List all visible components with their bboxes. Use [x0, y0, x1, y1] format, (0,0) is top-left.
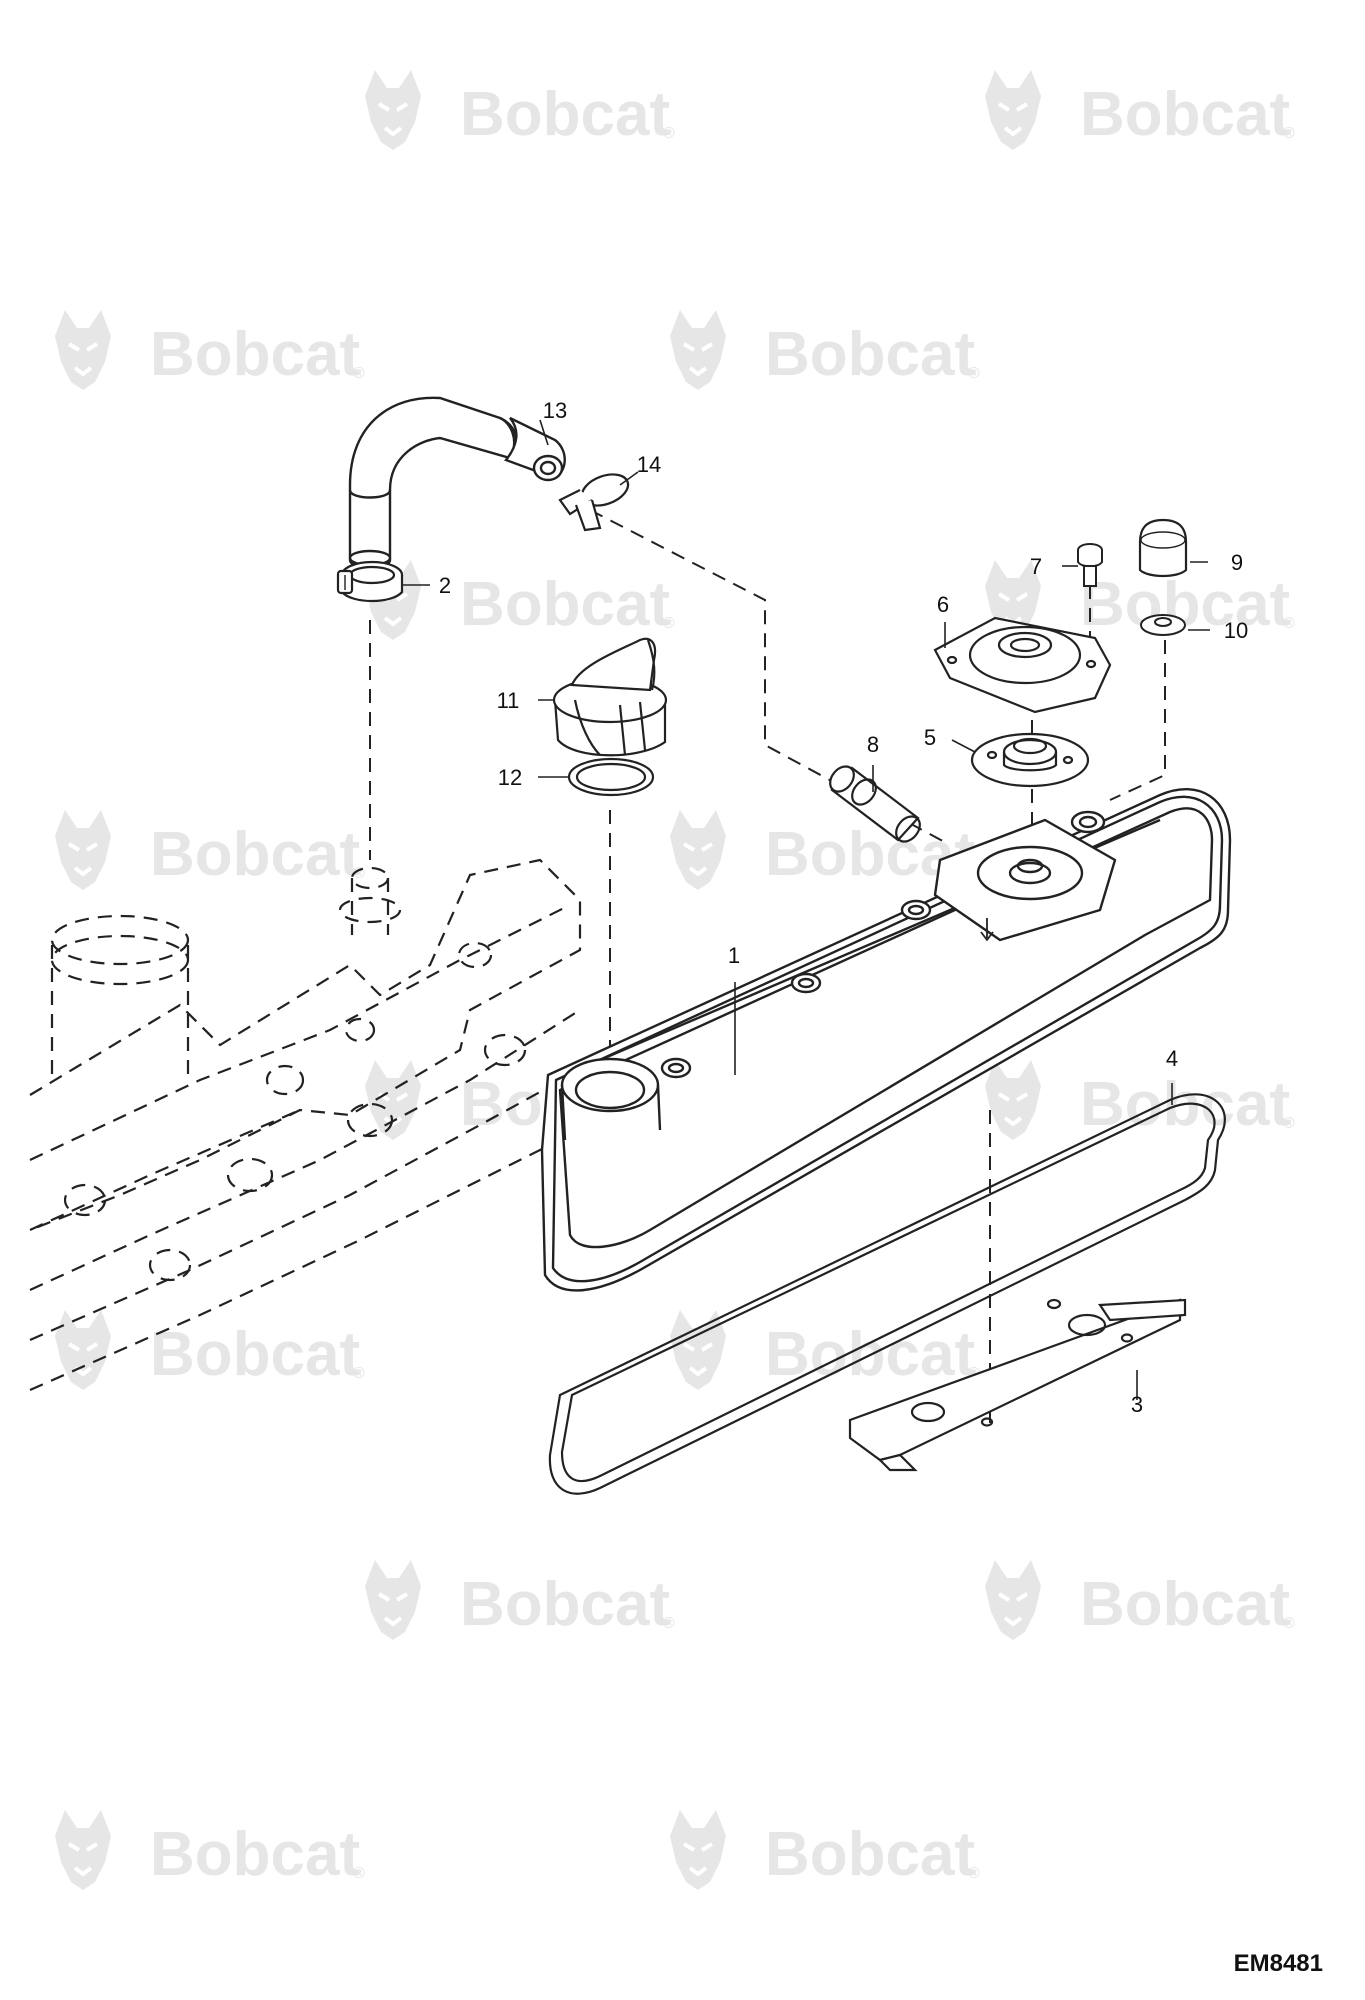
watermark-text: Bobcat	[150, 1320, 360, 1389]
bracket	[848, 1298, 1187, 1472]
oil-filler-cap	[552, 637, 668, 757]
watermark-registered-mark: ®	[663, 1615, 675, 1632]
bobcat-head-icon	[53, 808, 113, 892]
callout-10: 10	[1224, 618, 1248, 643]
watermark-text: Bobcat	[1080, 80, 1290, 149]
hose-clamp-upper	[558, 473, 630, 532]
watermark: Bobcat®	[668, 808, 980, 892]
drawing-id-label: EM8481	[1233, 1950, 1323, 1977]
watermark: Bobcat®	[983, 1058, 1295, 1142]
bobcat-head-icon	[668, 1808, 728, 1892]
bobcat-head-icon	[668, 308, 728, 392]
watermark-text: Bobcat	[150, 320, 360, 389]
watermark: Bobcat®	[363, 68, 675, 152]
watermark-text: Bobcat	[1080, 570, 1290, 639]
bobcat-head-icon	[53, 1808, 113, 1892]
callout-1: 1	[728, 943, 740, 968]
callout-4: 4	[1166, 1046, 1178, 1071]
watermark-registered-mark: ®	[1283, 615, 1295, 632]
callout-2: 2	[439, 573, 451, 598]
watermark-text: Bobcat	[460, 80, 670, 149]
watermark-text: Bobcat	[460, 570, 670, 639]
watermark: Bobcat®	[668, 1808, 980, 1892]
bobcat-head-icon	[983, 68, 1043, 152]
valve-cover	[540, 788, 1232, 1292]
leader-lines	[402, 419, 1210, 1400]
watermark-registered-mark: ®	[353, 1365, 365, 1382]
watermark-text: Bobcat	[1080, 1570, 1290, 1639]
washer	[1140, 614, 1186, 636]
watermark: Bobcat®	[363, 558, 675, 642]
hose-clamp-lower	[336, 560, 404, 602]
breather-hose	[348, 396, 566, 569]
watermark-registered-mark: ®	[968, 1865, 980, 1882]
callout-6: 6	[937, 592, 949, 617]
watermark-registered-mark: ®	[968, 365, 980, 382]
watermark: Bobcat®	[53, 1808, 365, 1892]
callout-3: 3	[1131, 1392, 1143, 1417]
watermark-registered-mark: ®	[663, 615, 675, 632]
callout-14: 14	[637, 452, 661, 477]
watermark: Bobcat®	[53, 308, 365, 392]
watermark: Bobcat®	[668, 308, 980, 392]
bobcat-head-icon	[53, 1308, 113, 1392]
breather-cover	[933, 616, 1112, 714]
watermark-registered-mark: ®	[1283, 1115, 1295, 1132]
watermark: Bobcat®	[363, 1558, 675, 1642]
diaphragm	[970, 732, 1090, 788]
watermark: Bobcat®	[983, 68, 1295, 152]
callout-11: 11	[497, 688, 520, 713]
callout-9: 9	[1231, 550, 1243, 575]
o-ring	[567, 757, 655, 797]
bobcat-head-icon	[983, 1558, 1043, 1642]
watermark-registered-mark: ®	[1283, 125, 1295, 142]
watermark-registered-mark: ®	[1283, 1615, 1295, 1632]
watermark-text: Bobcat	[460, 1570, 670, 1639]
watermark: Bobcat®	[53, 808, 365, 892]
bobcat-head-icon	[363, 1558, 423, 1642]
callout-5: 5	[924, 725, 936, 750]
cap	[1138, 518, 1188, 578]
bobcat-head-icon	[983, 1058, 1043, 1142]
bobcat-head-icon	[363, 1058, 423, 1142]
watermark-registered-mark: ®	[663, 125, 675, 142]
callout-numbers: 1 2 3 4 5 6 7 8 9 10 11 12 13 14	[439, 398, 1248, 1417]
watermark: Bobcat®	[983, 1558, 1295, 1642]
cover-gasket	[548, 1093, 1226, 1495]
watermark: Bobcat®	[53, 1308, 365, 1392]
watermark-text: Bobcat	[150, 1820, 360, 1889]
bobcat-head-icon	[668, 1308, 728, 1392]
watermark-text: Bobcat	[765, 320, 975, 389]
callout-13: 13	[543, 398, 567, 423]
watermark-text: Bobcat	[765, 1820, 975, 1889]
callout-8: 8	[867, 732, 879, 757]
callout-12: 12	[498, 765, 522, 790]
screw	[1077, 543, 1103, 587]
bobcat-head-icon	[363, 68, 423, 152]
engine-head-outline	[29, 858, 582, 1392]
bobcat-head-icon	[53, 308, 113, 392]
bobcat-head-icon	[668, 808, 728, 892]
watermark-registered-mark: ®	[353, 365, 365, 382]
watermark-registered-mark: ®	[353, 1865, 365, 1882]
callout-7: 7	[1030, 554, 1042, 579]
watermark-text: Bobcat	[150, 820, 360, 889]
